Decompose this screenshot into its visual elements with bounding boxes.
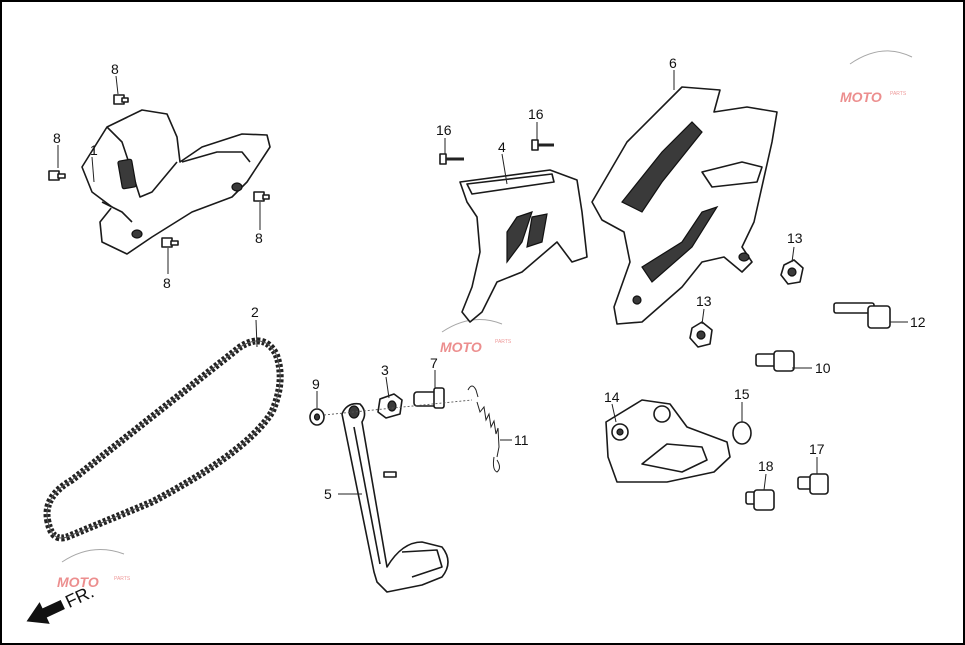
part-footrest-bracket — [605, 399, 731, 483]
callout-8a: 8 — [111, 61, 119, 77]
part-screw-16b — [531, 139, 554, 151]
callout-14: 14 — [604, 389, 620, 405]
part-washer — [309, 408, 325, 426]
callout-8b: 8 — [53, 130, 61, 146]
assembly-line — [323, 399, 473, 416]
callout-16a: 16 — [436, 122, 452, 138]
callout-5: 5 — [324, 486, 332, 502]
part-drive-chain — [43, 337, 284, 542]
watermark-text: MOTO — [57, 574, 99, 590]
callout-13a: 13 — [787, 230, 803, 246]
part-bolt-12 — [833, 302, 891, 329]
leader-lines — [57, 70, 908, 495]
part-nut-13a — [780, 259, 804, 285]
callout-3: 3 — [381, 362, 389, 378]
callout-10: 10 — [815, 360, 831, 376]
callout-9: 9 — [312, 376, 320, 392]
part-stand-bracket — [377, 393, 403, 419]
watermark-logo-center: MOTO PARTS — [440, 319, 512, 355]
part-pivot-bolt — [413, 387, 445, 409]
part-bolt-8c — [253, 191, 270, 202]
callout-18: 18 — [758, 458, 774, 474]
callout-7: 7 — [430, 355, 438, 371]
callout-11: 11 — [514, 432, 529, 448]
part-sprocket-cover — [459, 169, 588, 323]
callout-16b: 16 — [528, 106, 544, 122]
callout-1: 1 — [90, 142, 98, 158]
watermark-logo-bottom-left: MOTO PARTS — [57, 549, 131, 590]
callout-15: 15 — [734, 386, 750, 402]
callout-12: 12 — [910, 314, 926, 330]
part-nut-13b — [689, 321, 713, 348]
part-return-spring — [467, 385, 500, 473]
part-bolt-8d — [161, 237, 179, 248]
part-side-stand — [341, 402, 449, 593]
part-washer-15 — [732, 421, 752, 445]
watermark-sub: PARTS — [495, 339, 512, 345]
callout-13b: 13 — [696, 293, 712, 309]
part-bolt-18 — [745, 489, 775, 511]
callout-6: 6 — [669, 55, 677, 71]
part-chain-guard — [81, 109, 271, 255]
arrow-left-icon — [26, 599, 65, 624]
callout-labels: 1 2 3 4 5 6 7 8 8 8 8 9 10 11 12 13 13 1… — [53, 55, 926, 502]
watermark-sub: PARTS — [114, 576, 131, 582]
watermark-sub: PARTS — [890, 91, 907, 97]
part-frame-cover — [591, 86, 778, 325]
part-bolt-17 — [797, 473, 829, 495]
watermark-text: MOTO — [840, 89, 882, 105]
part-bolt-10 — [755, 350, 795, 372]
callout-4: 4 — [498, 139, 506, 155]
callout-8c: 8 — [255, 230, 263, 246]
watermark-logo-top-right: MOTO PARTS — [840, 50, 913, 105]
callout-17: 17 — [809, 441, 825, 457]
watermark-text: MOTO — [440, 339, 482, 355]
part-screw-16a — [439, 153, 464, 165]
callout-2: 2 — [251, 304, 259, 320]
callout-8d: 8 — [163, 275, 171, 291]
part-bolt-8b — [48, 170, 66, 181]
part-bolt-8a — [113, 94, 129, 105]
